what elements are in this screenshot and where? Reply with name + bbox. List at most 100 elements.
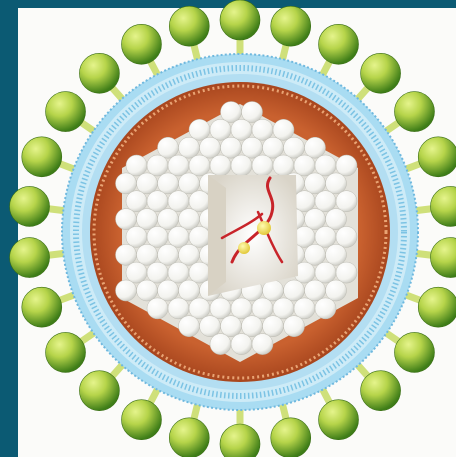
capsid-sphere — [158, 244, 179, 265]
capsid-sphere — [273, 119, 294, 140]
capsid-sphere — [252, 155, 273, 176]
spike-head — [220, 424, 260, 457]
capsid-sphere — [158, 209, 179, 230]
spike-head — [271, 6, 311, 46]
capsid-sphere — [336, 226, 357, 247]
capsid-sphere — [179, 280, 200, 301]
capsid-sphere — [137, 209, 158, 230]
core-particle — [238, 242, 250, 254]
capsid-sphere — [336, 191, 357, 212]
core-particle — [257, 221, 271, 235]
capsid-sphere — [126, 155, 147, 176]
capsid-sphere — [242, 316, 263, 337]
capsid-core — [208, 175, 298, 296]
capsid-sphere — [210, 334, 231, 355]
capsid-sphere — [305, 137, 326, 158]
spike-head — [361, 371, 401, 411]
capsid-sphere — [284, 280, 305, 301]
capsid-sphere — [116, 209, 137, 230]
capsid-sphere — [336, 155, 357, 176]
capsid-sphere — [189, 262, 210, 283]
capsid-sphere — [294, 298, 315, 319]
capsid-sphere — [189, 191, 210, 212]
capsid-sphere — [126, 191, 147, 212]
capsid-sphere — [326, 280, 347, 301]
spike-head — [10, 186, 50, 226]
capsid-sphere — [179, 137, 200, 158]
capsid-sphere — [315, 155, 336, 176]
spike-head — [430, 238, 456, 278]
capsid-sphere — [315, 262, 336, 283]
capsid-sphere — [210, 155, 231, 176]
capsid-sphere — [179, 316, 200, 337]
spike-head — [361, 53, 401, 93]
capsid-sphere — [284, 316, 305, 337]
capsid-sphere — [315, 191, 336, 212]
spike-head — [79, 53, 119, 93]
spike-head — [169, 6, 209, 46]
capsid-sphere — [147, 262, 168, 283]
capsid-sphere — [189, 155, 210, 176]
capsid-sphere — [252, 298, 273, 319]
spike-head — [22, 287, 62, 327]
capsid-sphere — [210, 298, 231, 319]
capsid-sphere — [147, 191, 168, 212]
capsid-sphere — [210, 119, 231, 140]
capsid-sphere — [336, 262, 357, 283]
capsid-sphere — [147, 155, 168, 176]
spike-head — [319, 400, 359, 440]
capsid-sphere — [137, 280, 158, 301]
spike-head — [46, 332, 86, 372]
capsid-sphere — [168, 226, 189, 247]
capsid-sphere — [305, 280, 326, 301]
spike-head — [394, 332, 434, 372]
capsid-sphere — [263, 316, 284, 337]
capsid-sphere — [294, 191, 315, 212]
capsid-sphere — [200, 137, 221, 158]
capsid-sphere — [231, 155, 252, 176]
spike-head — [10, 238, 50, 278]
spike-head — [121, 400, 161, 440]
capsid-sphere — [147, 226, 168, 247]
capsid-sphere — [326, 244, 347, 265]
capsid-sphere — [158, 280, 179, 301]
capsid-sphere — [231, 298, 252, 319]
capsid-sphere — [179, 209, 200, 230]
spike-head — [418, 137, 456, 177]
capsid-sphere — [189, 119, 210, 140]
capsid-sphere — [168, 155, 189, 176]
capsid-sphere — [326, 209, 347, 230]
spike-head — [271, 418, 311, 457]
capsid-sphere — [179, 173, 200, 194]
capsid-sphere — [200, 316, 221, 337]
capsid-sphere — [231, 334, 252, 355]
capsid-sphere — [284, 137, 305, 158]
capsid-sphere — [263, 137, 284, 158]
spike-head — [46, 92, 86, 132]
capsid-sphere — [221, 137, 242, 158]
spike-head — [394, 92, 434, 132]
capsid-sphere — [221, 316, 242, 337]
capsid-sphere — [273, 155, 294, 176]
capsid-sphere — [137, 244, 158, 265]
capsid-sphere — [168, 298, 189, 319]
capsid-sphere — [116, 244, 137, 265]
capsid-sphere — [168, 191, 189, 212]
capsid-sphere — [326, 173, 347, 194]
capsid-sphere — [126, 226, 147, 247]
capsid-sphere — [158, 137, 179, 158]
capsid-sphere — [252, 119, 273, 140]
capsid-sphere — [116, 173, 137, 194]
spike-head — [319, 24, 359, 64]
spike-head — [79, 371, 119, 411]
spike-head — [430, 186, 456, 226]
capsid-sphere — [137, 173, 158, 194]
capsid-sphere — [179, 244, 200, 265]
spike-head — [121, 24, 161, 64]
capsid-sphere — [126, 262, 147, 283]
capsid-sphere — [221, 102, 242, 123]
capsid-sphere — [305, 209, 326, 230]
capsid-sphere — [252, 334, 273, 355]
